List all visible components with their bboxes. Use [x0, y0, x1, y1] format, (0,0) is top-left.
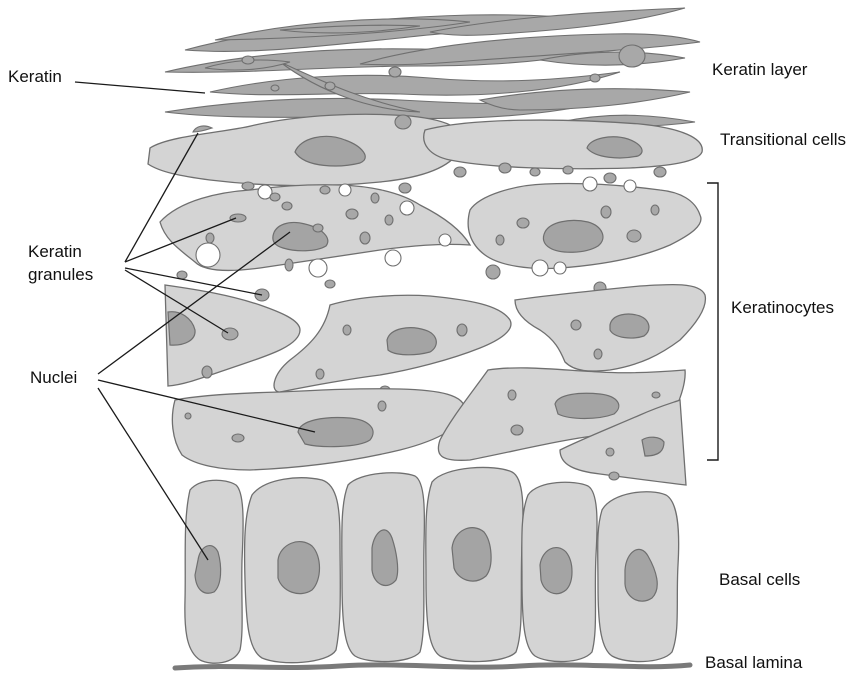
- keratinocytes-bracket: [707, 183, 718, 460]
- basal-cells: [185, 467, 679, 663]
- label-keratin: Keratin: [8, 67, 62, 86]
- label-transitional-cells: Transitional cells: [720, 130, 846, 149]
- label-nuclei: Nuclei: [30, 368, 77, 387]
- label-basal-cells: Basal cells: [719, 570, 800, 589]
- label-keratin-granules-line2: granules: [28, 265, 93, 284]
- keratin-leader: [75, 82, 205, 93]
- label-keratinocytes: Keratinocytes: [731, 298, 834, 317]
- label-keratin-layer: Keratin layer: [712, 60, 808, 79]
- keratin-layer: [165, 8, 700, 127]
- label-basal-lamina: Basal lamina: [705, 653, 803, 672]
- transitional-cells: [148, 114, 702, 185]
- basal-lamina-line: [175, 665, 690, 668]
- keratinocytes: [160, 163, 705, 485]
- label-keratin-granules-line1: Keratin: [28, 242, 82, 261]
